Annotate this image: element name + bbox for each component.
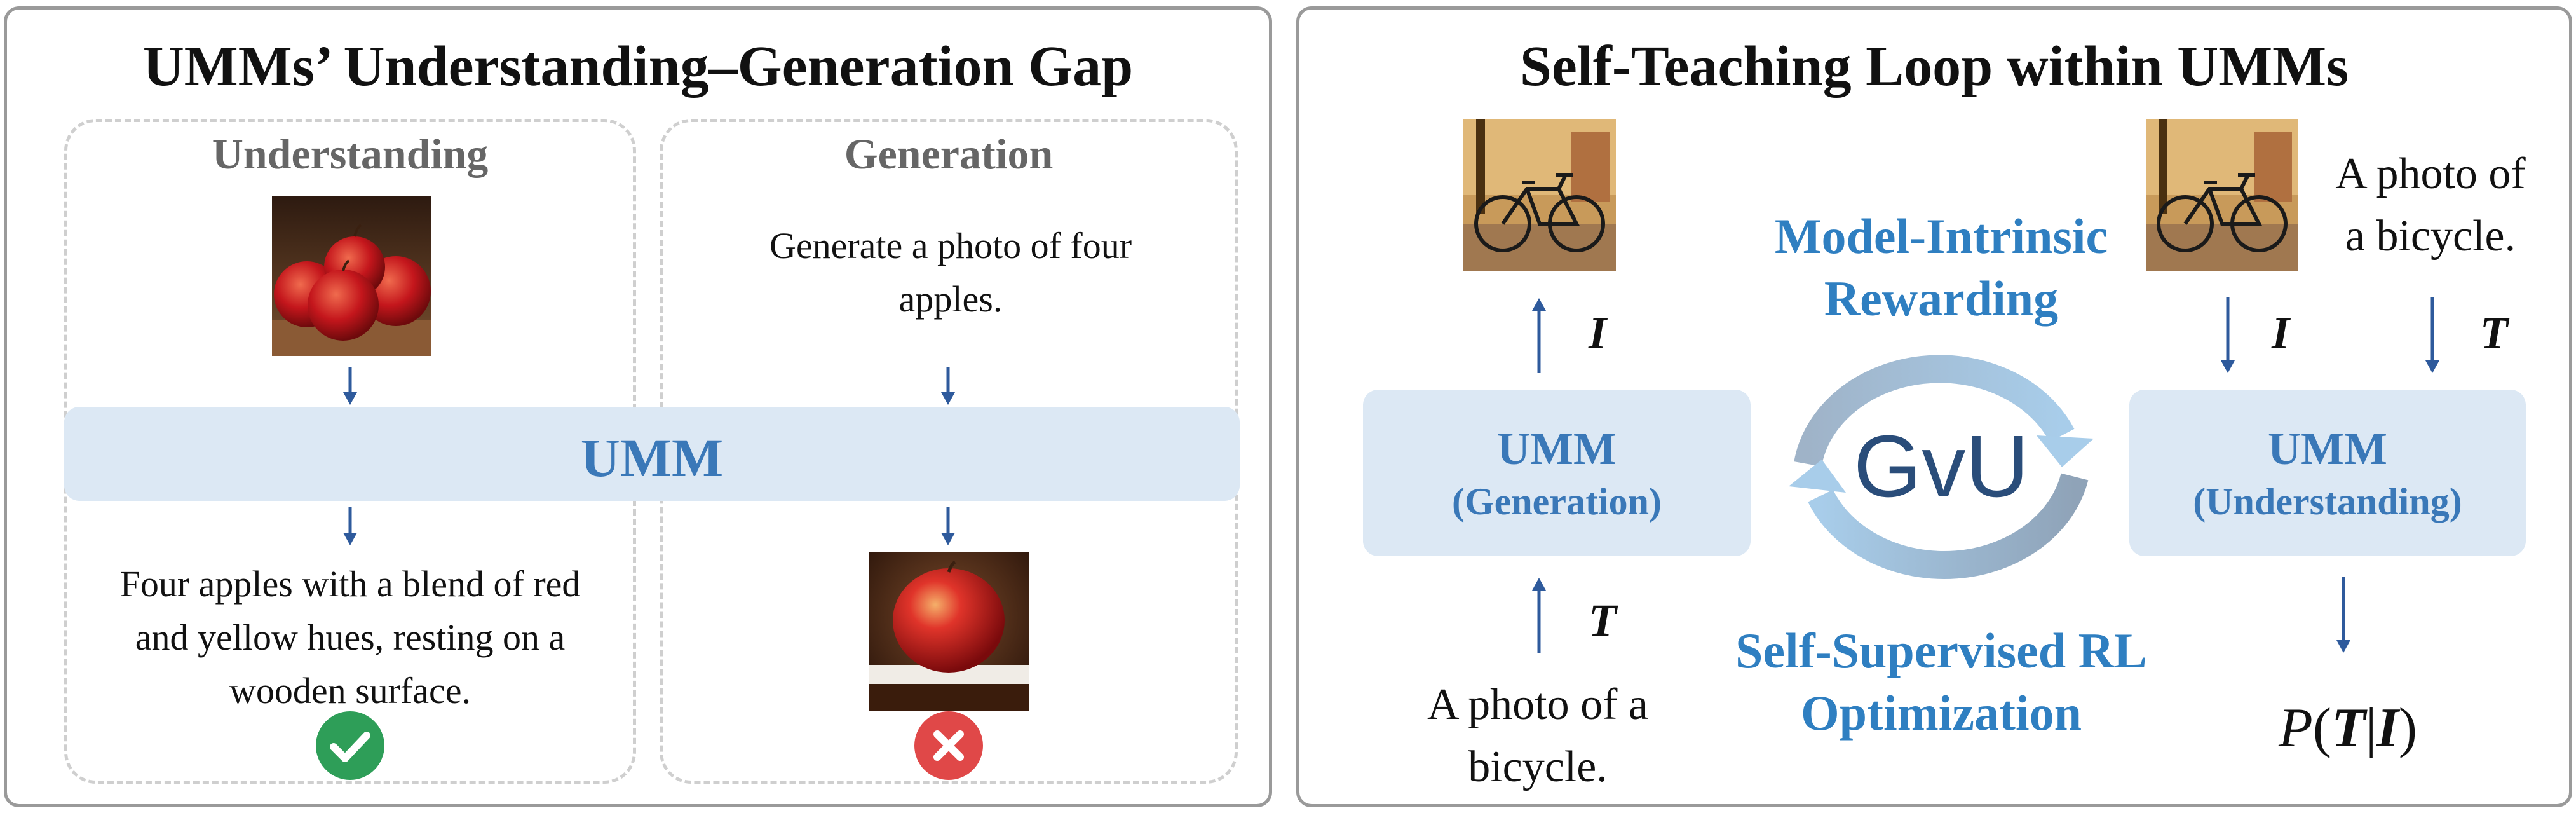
umm-band — [64, 407, 1240, 501]
formula-i: I — [2376, 697, 2399, 759]
understanding-generation-gap-panel: UMMs’ Understanding–Generation Gap Under… — [4, 6, 1272, 807]
formula-p: P — [2278, 697, 2313, 759]
self-teaching-loop-panel: Self-Teaching Loop within UMMs — [1296, 6, 2572, 807]
bicycle-image — [1463, 119, 1616, 271]
model-intrinsic-rewarding-label: Model-Intrinsic Rewarding — [1774, 208, 2108, 326]
probability-formula: P(T|I) — [2195, 696, 2500, 760]
understanding-heading: Understanding — [212, 130, 489, 178]
generation-heading: Generation — [844, 130, 1054, 178]
formula-bar: | — [2365, 697, 2377, 759]
check-icon — [316, 711, 384, 780]
umm-understanding-title: UMM — [2268, 423, 2387, 474]
gvu-label: GvU — [1854, 418, 2029, 516]
formula-open-paren: ( — [2312, 697, 2332, 759]
umm-generation-box — [1363, 390, 1751, 556]
umm-generation-subtitle: (Generation) — [1452, 481, 1662, 523]
umm-understanding-box — [2129, 390, 2526, 556]
generation-prompt-text: Generate a photo of four apples. — [769, 225, 1132, 320]
var-t-label: T — [1589, 595, 1617, 646]
right-panel-title: Self-Teaching Loop within UMMs — [1519, 35, 2349, 98]
umm-label: UMM — [580, 427, 724, 488]
var-i-label: I — [1589, 308, 1607, 359]
umm-understanding-subtitle: (Understanding) — [2193, 481, 2462, 523]
down-arrow-icon — [941, 367, 955, 405]
left-panel-title: UMMs’ Understanding–Generation Gap — [142, 35, 1134, 98]
formula-close-paren: ) — [2398, 697, 2418, 759]
self-supervised-rl-label: Self-Supervised RL Optimization — [1735, 623, 2147, 741]
bicycle-image — [2146, 119, 2298, 271]
understanding-input-text: A photo of a bicycle. — [2335, 149, 2526, 261]
down-arrow-icon — [2221, 297, 2235, 373]
cross-icon — [914, 711, 983, 780]
formula-t: T — [2331, 697, 2366, 759]
down-arrow-icon — [343, 367, 357, 405]
single-apple-image — [869, 552, 1029, 711]
down-arrow-icon — [941, 507, 955, 545]
var-t-label: T — [2480, 308, 2508, 359]
up-arrow-icon — [1532, 298, 1546, 373]
up-arrow-icon — [1532, 578, 1546, 653]
umm-generation-title: UMM — [1497, 423, 1617, 474]
understanding-output-text: Four apples with a blend of red and yell… — [119, 563, 581, 712]
down-arrow-icon — [2425, 297, 2439, 373]
var-i-label: I — [2272, 308, 2290, 359]
down-arrow-icon — [343, 507, 357, 545]
cycle-arrows-icon — [1789, 355, 2094, 579]
four-apples-image — [272, 196, 431, 356]
down-arrow-icon — [2336, 577, 2350, 653]
generation-input-text: A photo of a bicycle. — [1427, 680, 1649, 791]
